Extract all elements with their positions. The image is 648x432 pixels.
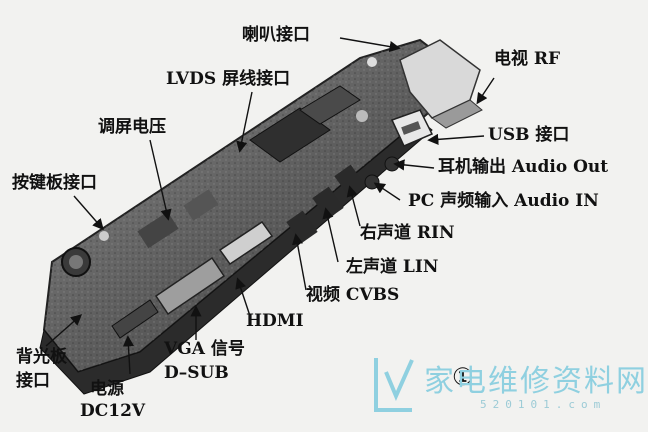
arrow-rf [476, 77, 495, 105]
figure-number: ① [452, 363, 474, 391]
arrow-keypad [73, 195, 104, 231]
label-speaker: 喇叭接口 [242, 25, 310, 45]
label-vga-line1: VGA 信号 [164, 339, 245, 359]
pcb-board [39, 38, 472, 395]
arrow-cvbs [292, 233, 307, 291]
label-audio-in: PC 声频输入 Audio IN [408, 191, 599, 211]
label-hdmi: HDMI [246, 311, 304, 331]
label-power-line1: 电源 [90, 379, 124, 399]
arrow-backlight [45, 314, 83, 347]
arrow-audio-out [393, 159, 435, 171]
label-rf: 电视 RF [494, 49, 561, 69]
components [61, 57, 377, 277]
label-backlight-line2: 接口 [16, 371, 50, 391]
arrow-adjust [149, 139, 172, 221]
label-rin: 右声道 RIN [360, 223, 455, 243]
leader-lines [45, 37, 495, 375]
arrow-lin [322, 207, 339, 263]
arrow-rin [346, 185, 361, 227]
arrow-audio-in [373, 182, 401, 201]
hdmi-vga-ports [111, 220, 274, 339]
arrow-speaker [339, 37, 401, 53]
label-power-line2: DC12V [80, 401, 146, 421]
label-adjust: 调屏电压 [98, 117, 166, 137]
rf-tuner [399, 39, 483, 129]
label-lin: 左声道 LIN [346, 257, 439, 277]
label-usb: USB 接口 [488, 125, 570, 145]
label-backlight-line1: 背光板 [16, 347, 67, 367]
label-keypad: 按键板接口 [12, 173, 97, 193]
arrow-lvds [236, 91, 253, 153]
label-cvbs: 视频 CVBS [306, 285, 400, 305]
label-lvds: LVDS 屏线接口 [166, 69, 291, 89]
arrow-hdmi [235, 277, 251, 317]
label-audio-out: 耳机输出 Audio Out [438, 157, 609, 177]
arrow-power [122, 335, 135, 375]
arrow-usb [427, 133, 485, 145]
label-vga-line2: D–SUB [164, 363, 229, 383]
